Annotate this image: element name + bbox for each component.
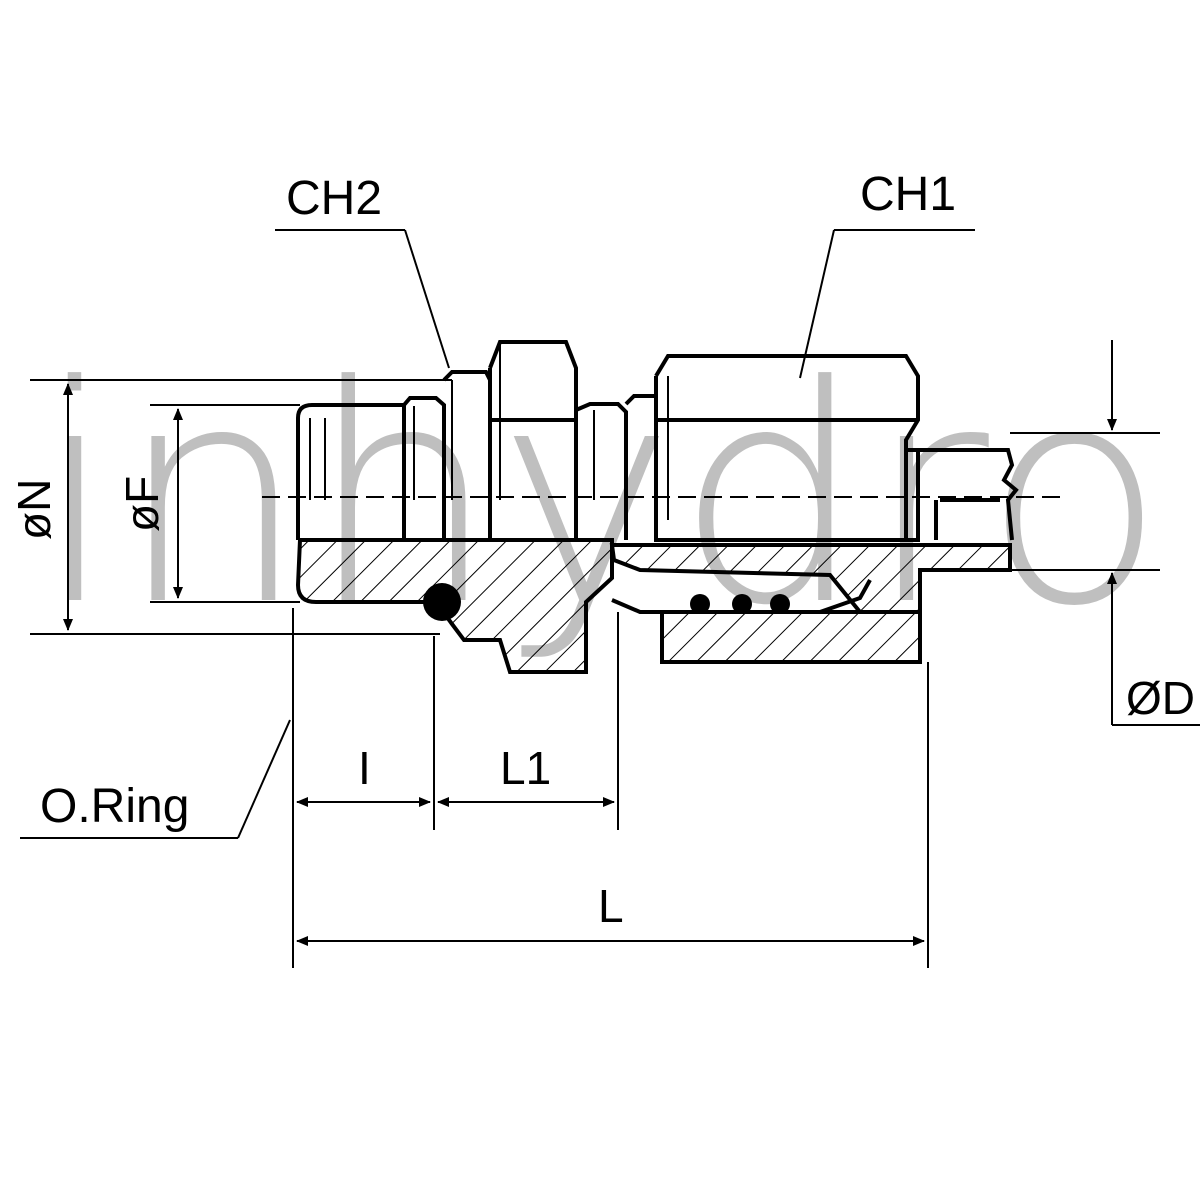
dim-d-label: ØD (1126, 672, 1195, 724)
section-view (295, 538, 1012, 674)
ring-ball-3 (770, 594, 790, 614)
hex-ch1-outline (654, 354, 920, 542)
leader-oring (237, 719, 291, 839)
leader-ch1 (799, 229, 835, 379)
stud-outline (296, 403, 406, 540)
ch2-label: CH2 (286, 172, 382, 225)
o-ring-label: O.Ring (40, 780, 189, 833)
gap-line (611, 598, 662, 614)
dim-i-label: I (358, 742, 371, 794)
dim-l-label: L (598, 880, 624, 932)
nut-section (660, 610, 922, 664)
leader-ch2 (404, 229, 450, 369)
dim-l1-label: L1 (500, 742, 551, 794)
ferrule-section (609, 543, 1012, 614)
neck-outline (575, 402, 628, 540)
dim-n-label: øN (8, 479, 60, 540)
ring-ball-1 (690, 594, 710, 614)
ch1-label: CH1 (860, 168, 956, 221)
tube-outline (906, 448, 1019, 541)
profile-view (296, 340, 1019, 542)
hex-ch2-outline (488, 340, 578, 540)
o-ring-symbol (423, 583, 461, 621)
leader-lines (20, 229, 975, 839)
groove-outline (402, 396, 446, 540)
ring-lip (819, 579, 872, 614)
dimension-lines (30, 340, 1200, 968)
dim-f-label: øF (116, 476, 168, 532)
ring-ball-2 (732, 594, 752, 614)
